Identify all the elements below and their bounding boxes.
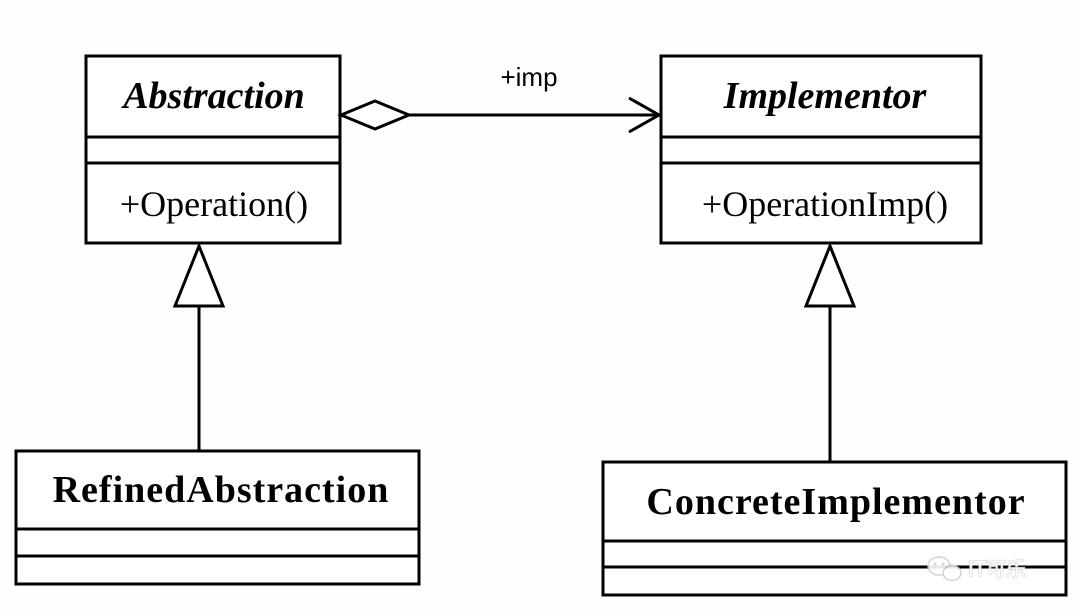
class-concrete-implementor: ConcreteImplementor — [601, 460, 1068, 597]
inheritance-triangle-icon — [172, 241, 226, 308]
watermark-text: IT可乐 — [968, 557, 1026, 581]
association-role-label: +imp — [500, 62, 557, 92]
navigation-arrow-icon — [628, 96, 663, 134]
aggregation-diamond-icon — [337, 99, 413, 131]
watermark: IT可乐 — [927, 556, 1027, 582]
class-refined-abstraction: RefinedAbstraction — [14, 449, 421, 586]
wechat-icon — [927, 556, 962, 582]
class-abstraction-operation: +Operation() — [120, 184, 308, 224]
class-abstraction-name: Abstraction — [121, 75, 305, 117]
class-abstraction-box — [84, 54, 342, 245]
class-abstraction: Abstraction +Operation() — [84, 54, 342, 245]
class-implementor-box — [659, 54, 983, 245]
class-implementor-operation: +OperationImp() — [702, 184, 948, 224]
inheritance-triangle-icon — [803, 241, 857, 308]
generalization-concrete-implementor — [803, 241, 857, 462]
class-concrete-implementor-name: ConcreteImplementor — [646, 481, 1025, 523]
generalization-refined-abstraction — [172, 241, 226, 451]
class-refined-abstraction-box — [14, 449, 421, 586]
class-refined-abstraction-name: RefinedAbstraction — [53, 469, 390, 511]
class-concrete-implementor-box — [601, 460, 1068, 597]
class-implementor-name: Implementor — [723, 75, 928, 117]
class-implementor: Implementor +OperationImp() — [659, 54, 983, 245]
aggregation-association: +imp — [337, 62, 663, 134]
